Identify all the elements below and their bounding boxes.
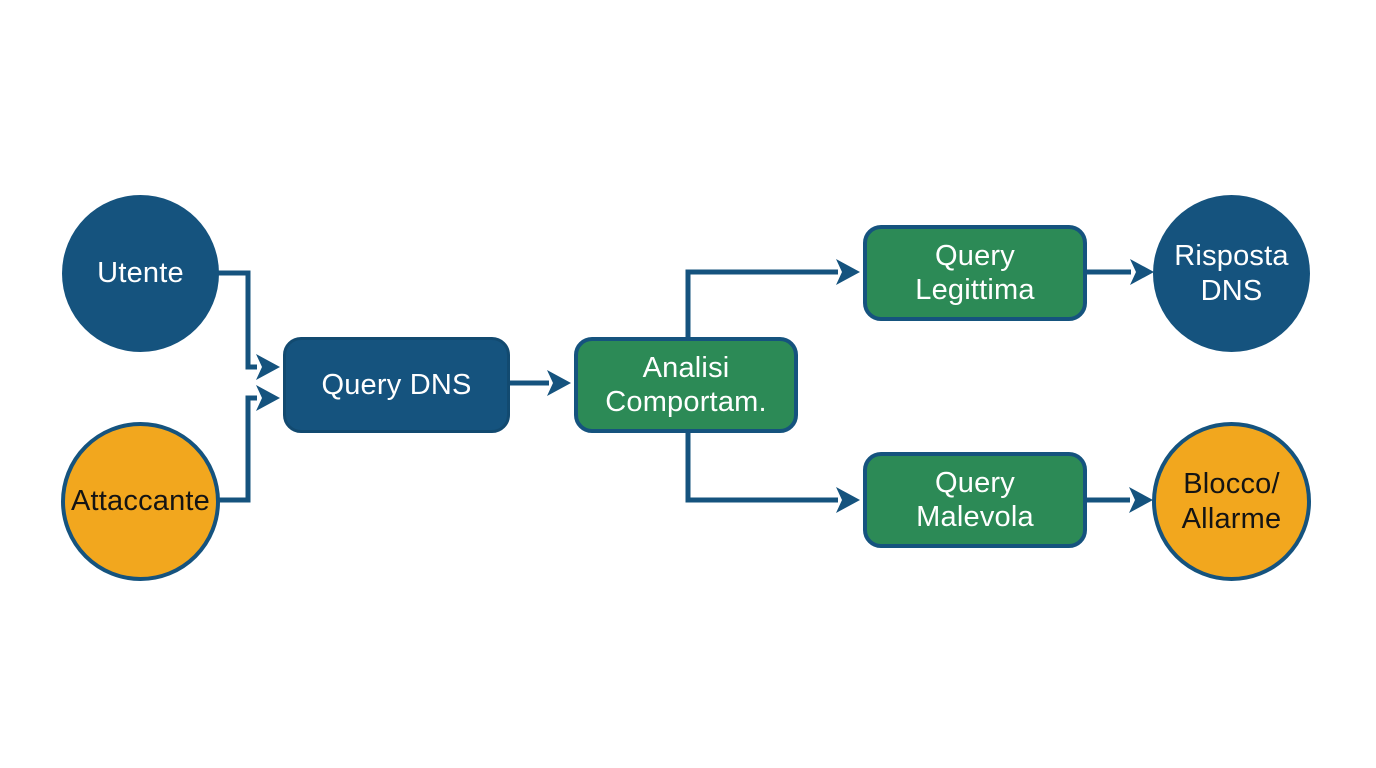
node-query-malevola-label-line2: Malevola xyxy=(916,501,1034,533)
arrowhead-malevola xyxy=(836,487,860,513)
edge-analisi-legittima xyxy=(685,269,838,337)
edge-analisi-malevola xyxy=(685,432,838,503)
node-attaccante-label: Attaccante xyxy=(70,485,211,518)
arrowhead-attaccante xyxy=(256,385,280,411)
node-risposta-dns-label-line1: Risposta xyxy=(1174,240,1289,273)
edge-attaccante-querydns xyxy=(218,395,257,503)
node-risposta-dns-label-line2: DNS xyxy=(1200,274,1263,307)
arrowhead-legittima xyxy=(836,259,860,285)
arrowhead-utente xyxy=(256,354,280,380)
node-blocco-allarme: Blocco/ Allarme xyxy=(1152,422,1311,581)
node-blocco-allarme-label-line2: Allarme xyxy=(1181,502,1282,535)
node-analisi-label-line1: Analisi xyxy=(642,351,730,384)
node-query-legittima-label-line1: Query xyxy=(935,239,1015,272)
node-analisi-label-line2: Comportam. xyxy=(605,386,767,418)
node-utente: Utente xyxy=(62,195,219,352)
node-utente-label: Utente xyxy=(97,257,184,290)
node-query-dns: Query DNS xyxy=(283,337,510,433)
arrowhead-querydns xyxy=(547,370,571,396)
node-risposta-dns: Risposta DNS xyxy=(1153,195,1310,352)
node-query-malevola: Query Malevola xyxy=(863,452,1087,548)
node-query-dns-label: Query DNS xyxy=(321,368,472,401)
arrowhead-blocco xyxy=(1129,487,1153,513)
edge-utente-querydns xyxy=(217,270,257,370)
node-query-legittima: Query Legittima xyxy=(863,225,1087,321)
node-attaccante: Attaccante xyxy=(61,422,220,581)
node-query-malevola-label-line1: Query xyxy=(935,466,1015,499)
node-query-legittima-label-line2: Legittima xyxy=(915,274,1035,306)
node-analisi-comportamentale: Analisi Comportam. xyxy=(574,337,798,433)
arrowhead-risposta xyxy=(1130,259,1154,285)
node-blocco-allarme-label-line1: Blocco/ xyxy=(1183,468,1280,501)
